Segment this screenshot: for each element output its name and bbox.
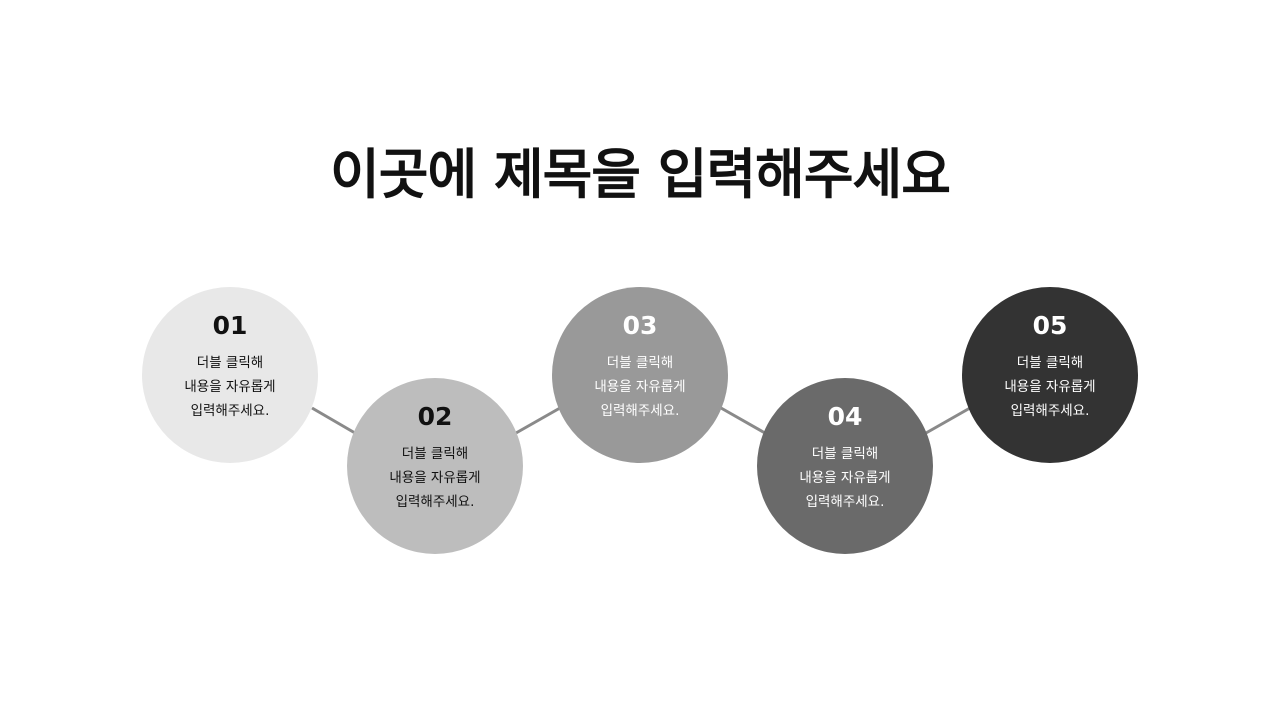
step-circle-04[interactable]: 04 더블 클릭해 내용을 자유롭게 입력해주세요. [757,378,933,554]
step-number: 04 [827,402,863,431]
step-circle-01[interactable]: 01 더블 클릭해 내용을 자유롭게 입력해주세요. [142,287,318,463]
step-circle-02[interactable]: 02 더블 클릭해 내용을 자유롭게 입력해주세요. [347,378,523,554]
step-description: 더블 클릭해 내용을 자유롭게 입력해주세요. [184,355,276,419]
step-description: 더블 클릭해 내용을 자유롭게 입력해주세요. [1004,355,1096,419]
step-number: 02 [417,402,453,431]
connector-1-2 [311,406,356,435]
step-description: 더블 클릭해 내용을 자유롭게 입력해주세요. [799,446,891,510]
step-circle-03[interactable]: 03 더블 클릭해 내용을 자유롭게 입력해주세요. [552,287,728,463]
step-circle-05[interactable]: 05 더블 클릭해 내용을 자유롭게 입력해주세요. [962,287,1138,463]
connector-3-4 [720,406,766,435]
connector-4-5 [925,406,971,435]
step-description: 더블 클릭해 내용을 자유롭게 입력해주세요. [389,446,481,510]
step-number: 05 [1032,311,1068,340]
step-number: 03 [622,311,658,340]
connector-2-3 [515,406,561,435]
step-description: 더블 클릭해 내용을 자유롭게 입력해주세요. [594,355,686,419]
step-number: 01 [212,311,248,340]
slide-title: 이곳에 제목을 입력해주세요 [330,143,951,206]
